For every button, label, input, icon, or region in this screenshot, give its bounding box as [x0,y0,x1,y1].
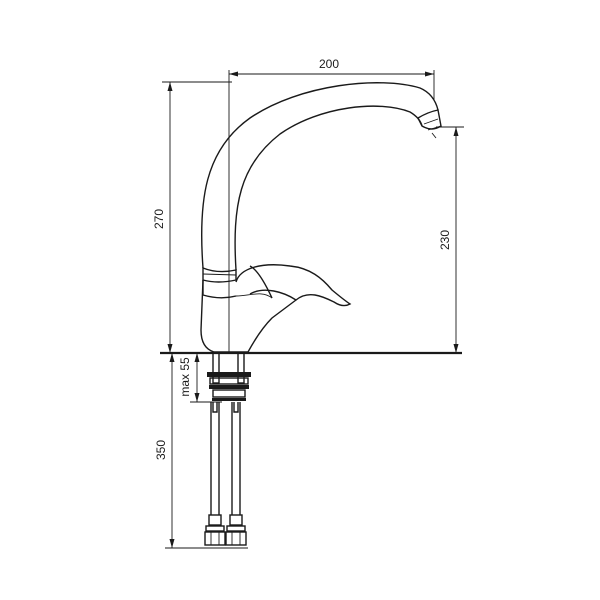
reach-dimension: 200 [228,57,435,353]
faucet-lever [235,264,352,307]
spout-height-dimension: 230 [436,126,464,353]
supply-hoses [210,402,241,515]
hose-length-label: 350 [154,440,168,460]
hose-end-fittings [204,514,247,546]
total-height-dimension: 270 [152,81,232,353]
total-height-label: 270 [152,209,166,229]
deck-thickness-label: max 55 [178,357,192,397]
faucet-spout [200,82,442,271]
hose-length-dimension: 350 [154,353,248,549]
spout-height-label: 230 [438,230,452,250]
faucet-body [200,266,297,353]
mounting-assembly [207,352,251,401]
reach-label: 200 [319,57,339,71]
deck-thickness-dimension: max 55 [178,353,222,403]
